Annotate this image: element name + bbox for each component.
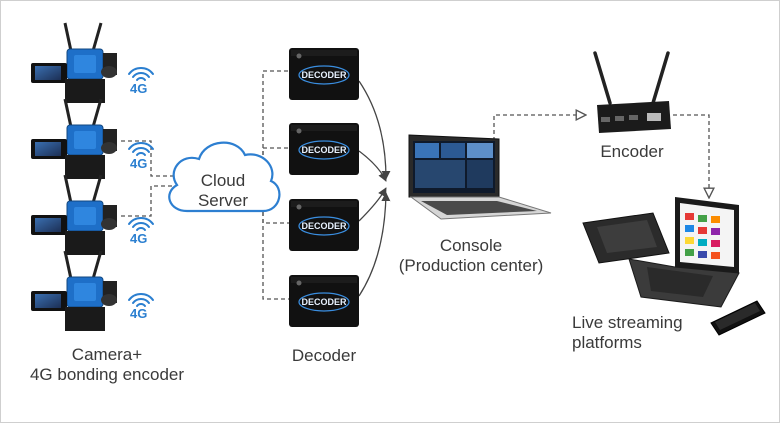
decoder-stack: [289, 48, 359, 327]
decoder-box-icon: [289, 199, 359, 251]
live-streaming-label: Live streaming platforms: [572, 313, 742, 353]
console-label-line2: (Production center): [398, 256, 544, 275]
drawing-tablet-icon: [582, 212, 670, 264]
decoder-box-text: DECODER: [301, 70, 347, 80]
signal-icons: [128, 67, 154, 307]
wifi-signal-icon: [128, 142, 154, 156]
laptop-icon: [628, 197, 740, 308]
4g-badge: 4G: [130, 81, 148, 96]
cloud-label-line1: Cloud: [200, 171, 246, 190]
4g-badge: 4G: [130, 156, 148, 171]
cloud-label: Cloud Server: [173, 171, 273, 211]
camera-label: Camera+ 4G bonding encoder: [7, 345, 207, 385]
decoder-box-icon: [289, 48, 359, 100]
camera-cloud-connectors: [121, 140, 173, 217]
4g-badge: 4G: [130, 231, 148, 246]
camera-label-line1: Camera+: [71, 345, 143, 364]
camera-icon: [31, 174, 117, 255]
decoder-console-arrows: [358, 80, 391, 297]
camera-icon: [31, 22, 117, 103]
wifi-signal-icon: [128, 217, 154, 231]
encoder-device-icon: [593, 51, 671, 133]
decoder-box-icon: [289, 123, 359, 175]
encoder-label: Encoder: [600, 142, 664, 161]
camera-icon: [31, 98, 117, 179]
phone-icon: [710, 300, 766, 336]
decoder-box-text: DECODER: [301, 297, 347, 307]
console-encoder-connectors: [493, 115, 709, 197]
cloud-label-line2: Server: [197, 191, 249, 210]
live-streaming-label-line1: Live streaming: [572, 313, 683, 332]
wifi-signal-icon: [128, 67, 154, 81]
decoder-label: Decoder: [291, 346, 357, 365]
production-console-icon: [408, 134, 552, 220]
decoder-box-text: DECODER: [301, 145, 347, 155]
camera-stack: [31, 22, 117, 331]
decoder-box-text: DECODER: [301, 221, 347, 231]
decoder-box-labels: DECODER DECODER DECODER DECODER: [301, 70, 347, 307]
camera-icon: [31, 250, 117, 331]
console-label-line1: Console: [439, 236, 503, 255]
live-streaming-label-line2: platforms: [572, 333, 642, 352]
4g-badge: 4G: [130, 306, 148, 321]
console-label: Console (Production center): [381, 236, 561, 276]
decoder-box-icon: [289, 275, 359, 327]
cloud-icon: [168, 141, 281, 213]
camera-label-line2: 4G bonding encoder: [29, 365, 185, 384]
wifi-signal-icon: [128, 293, 154, 307]
